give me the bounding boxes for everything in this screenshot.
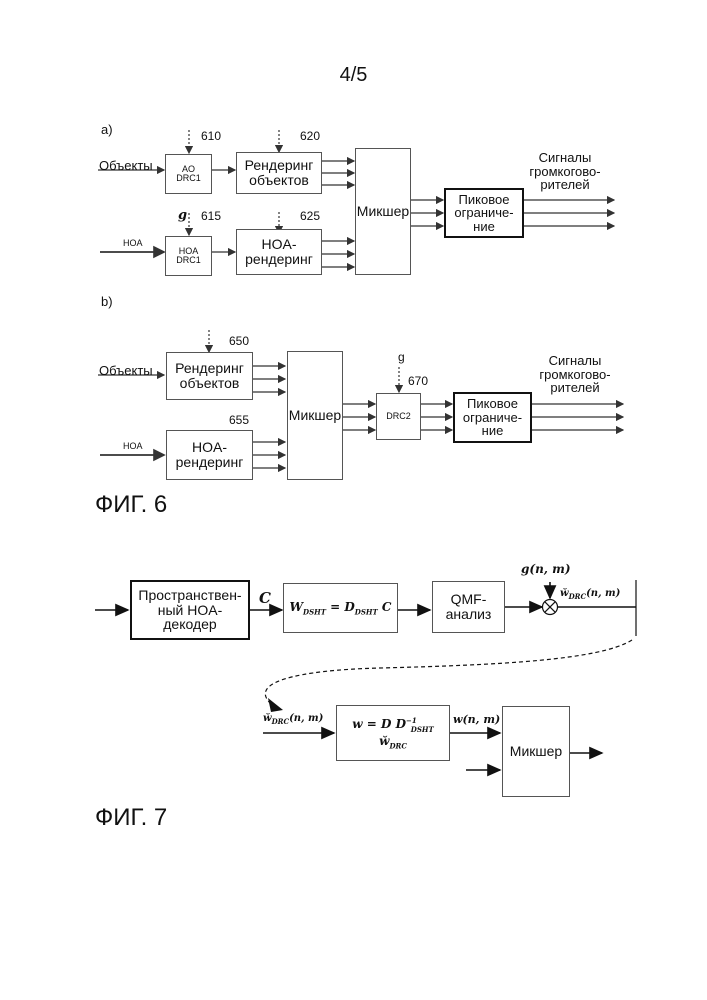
dsht-transform-block: WDSHT = DDSHT C	[283, 583, 398, 633]
peak-limiter-text: Пиковое ограниче- ние	[463, 397, 522, 438]
spatial-hoa-decoder-text: Пространствен- ный HOA- декодер	[138, 588, 241, 632]
mixer-block: Микшер	[355, 148, 411, 275]
qmf-analysis-block: QMF- анализ	[432, 581, 505, 633]
ref-620: 620	[300, 129, 320, 143]
panel-a-label: a)	[101, 122, 113, 137]
hoa-input-label: HOA	[123, 238, 143, 248]
hoa-rendering-text: HOA- рендеринг	[176, 440, 244, 469]
g-gain-label: g	[398, 350, 405, 364]
ref-625: 625	[300, 209, 320, 223]
objects-input-label: Объекты	[99, 158, 153, 173]
object-rendering-text: Рендеринг объектов	[175, 361, 244, 390]
object-rendering-block: Рендеринг объектов	[166, 352, 253, 400]
w-nm-label: w(n, m)	[453, 713, 500, 726]
mixer-text: Микшер	[357, 204, 409, 219]
objects-input-label: Объекты	[99, 363, 153, 378]
g-gain-label: g	[178, 208, 187, 223]
ao-drc1-block: AO DRC1	[165, 154, 212, 194]
hoa-input-label: HOA	[123, 441, 143, 451]
hoa-rendering-block: HOA- рендеринг	[236, 229, 322, 275]
mixer-block: Микшер	[287, 351, 343, 480]
mixer-block: Микшер	[502, 706, 570, 797]
object-rendering-block: Рендеринг объектов	[236, 152, 322, 194]
hoa-rendering-text: HOA- рендеринг	[245, 237, 313, 266]
ref-650: 650	[229, 334, 249, 348]
peak-limiter-block: Пиковое ограниче- ние	[453, 392, 532, 443]
hoa-drc1-block: HOA DRC1	[165, 236, 212, 276]
ref-670: 670	[408, 374, 428, 388]
object-rendering-text: Рендеринг объектов	[245, 158, 314, 187]
hoa-rendering-block: HOA- рендеринг	[166, 430, 253, 480]
w-drc-bottom-label: w̆DRC(n, m)	[263, 713, 323, 726]
speaker-signals-label: Сигналы громкогово- рителей	[520, 151, 610, 192]
hoa-drc1-text: HOA DRC1	[176, 247, 201, 266]
mixer-text: Микшер	[510, 744, 562, 759]
c-signal-label: C	[259, 589, 271, 607]
g-nm-label: g(n, m)	[521, 562, 571, 576]
w-drc-top-label: w̆DRC(n, m)	[560, 588, 620, 601]
w-reconstruction-formula: w = D D−1DSHT w̆DRC	[337, 716, 449, 750]
w-reconstruction-block: w = D D−1DSHT w̆DRC	[336, 705, 450, 761]
ref-615: 615	[201, 209, 221, 223]
panel-b-label: b)	[101, 294, 113, 309]
peak-limiter-block: Пиковое ограниче- ние	[444, 188, 524, 238]
drc2-block: DRC2	[376, 393, 421, 440]
mixer-text: Микшер	[289, 408, 341, 423]
drc2-text: DRC2	[386, 412, 411, 421]
ao-drc1-text: AO DRC1	[176, 165, 201, 184]
speaker-signals-label: Сигналы громкогово- рителей	[530, 354, 620, 395]
ref-610: 610	[201, 129, 221, 143]
peak-limiter-text: Пиковое ограниче- ние	[454, 193, 513, 234]
dsht-formula: WDSHT = DDSHT C	[290, 600, 392, 616]
ref-655: 655	[229, 413, 249, 427]
figure-7-caption: ФИГ. 7	[95, 804, 167, 832]
spatial-hoa-decoder-block: Пространствен- ный HOA- декодер	[130, 580, 250, 640]
qmf-analysis-text: QMF- анализ	[446, 592, 492, 621]
figure-6-caption: ФИГ. 6	[95, 491, 167, 519]
